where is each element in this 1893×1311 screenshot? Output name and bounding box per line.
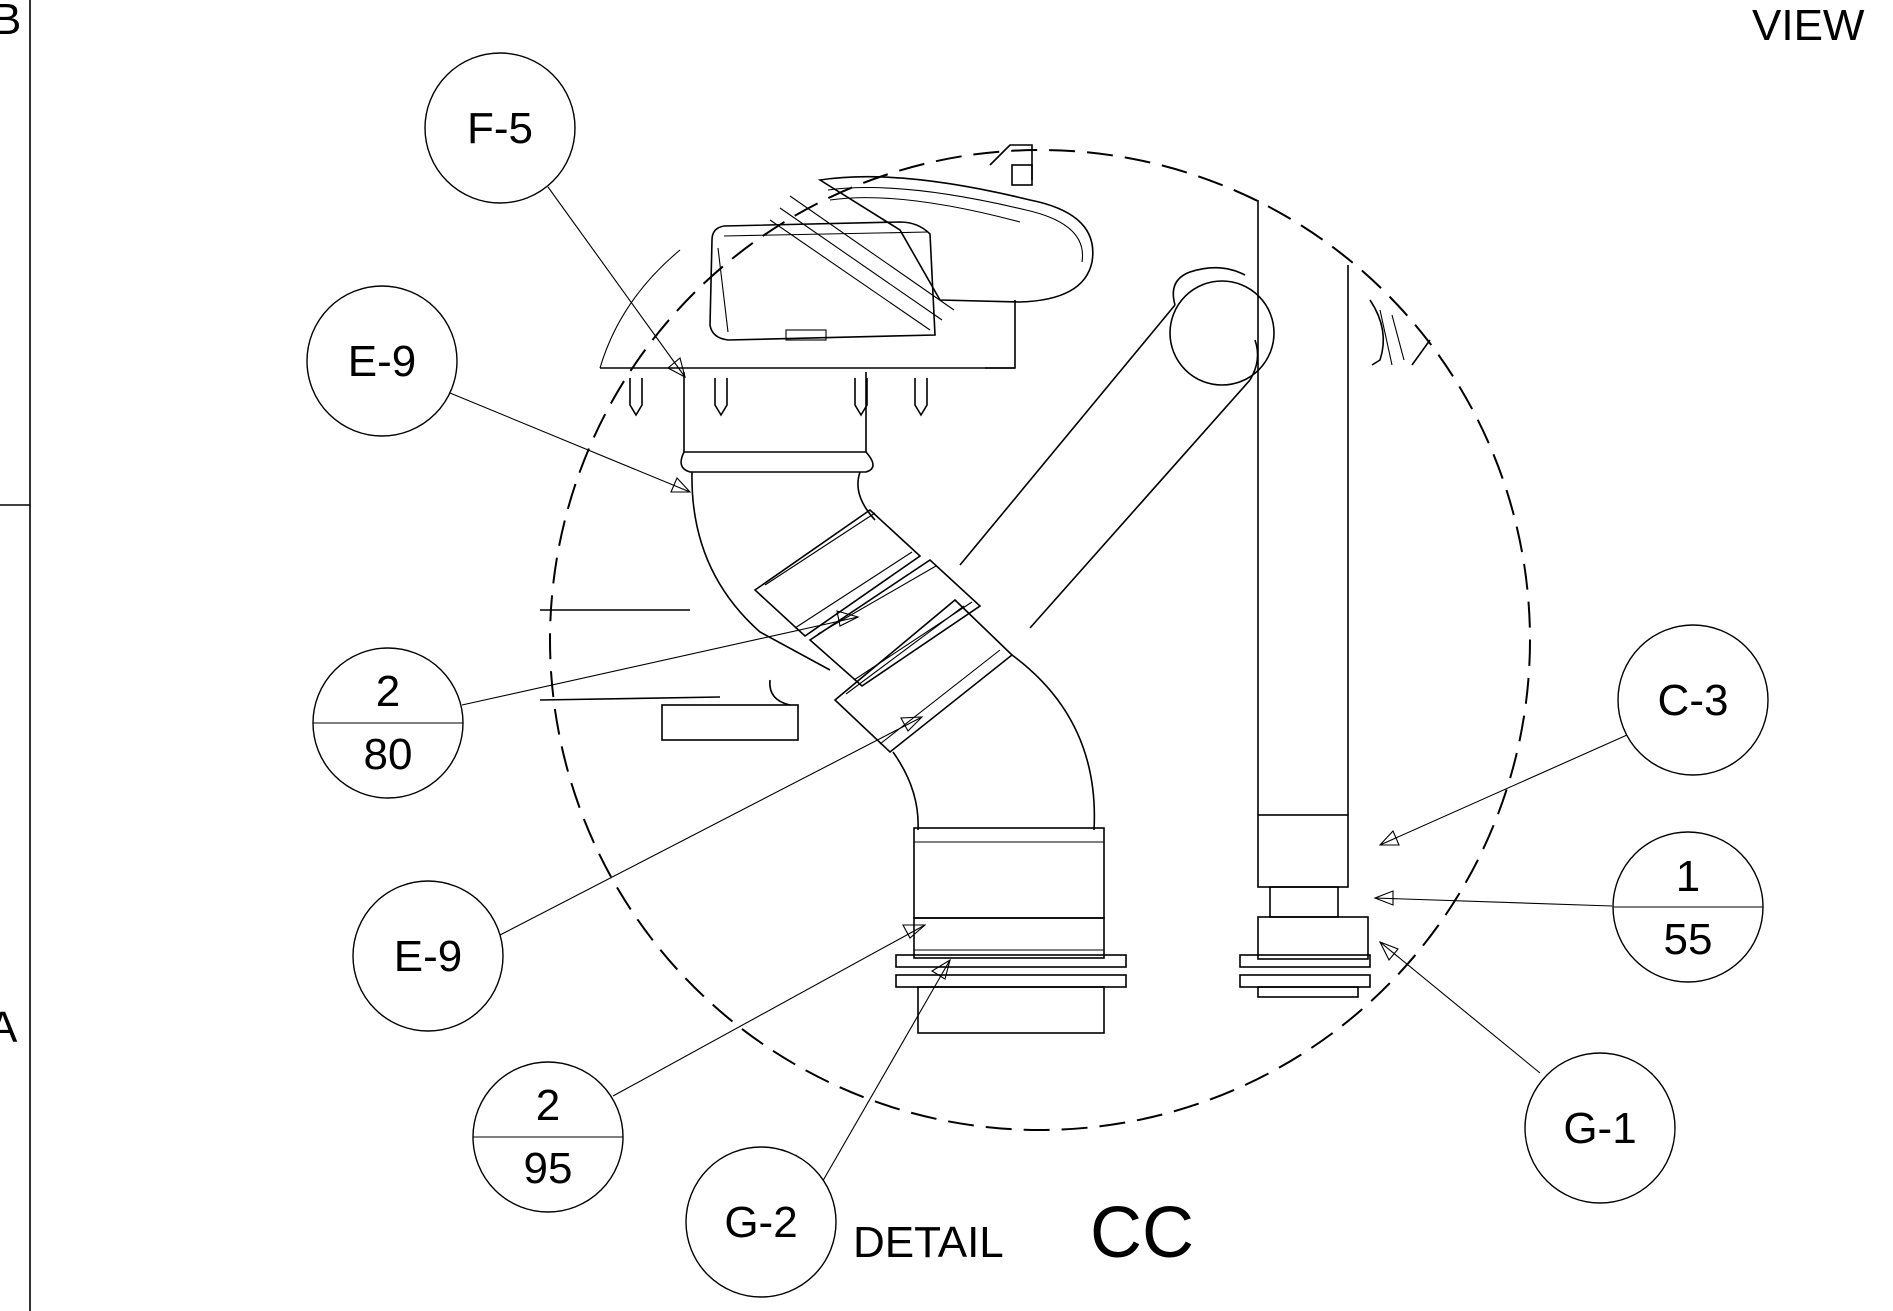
view-label: VIEW — [1752, 1, 1865, 50]
balloon-g2: G-2 — [685, 1146, 837, 1298]
detail-title-prefix: DETAIL — [853, 1218, 1004, 1267]
detail-boundary — [549, 149, 1531, 1131]
mounting-pins — [629, 378, 928, 417]
balloon-g1: G-1 — [1524, 1052, 1676, 1204]
balloon-top-label: 2 — [536, 1081, 560, 1130]
balloon-label: F-5 — [467, 104, 533, 153]
balloon-label: G-1 — [1563, 1104, 1636, 1153]
balloon-top-label: 1 — [1676, 852, 1700, 901]
balloon-f5: F-5 — [424, 52, 576, 204]
balloon-label: G-2 — [724, 1198, 797, 1247]
detail-title-id: CC — [1090, 1193, 1194, 1273]
balloon-2-80: 2 80 — [312, 647, 464, 799]
leader-lines — [449, 186, 1646, 1199]
zone-label-bottom: A — [0, 1003, 18, 1052]
balloon-label: E-9 — [348, 337, 416, 386]
zone-label-top: B — [0, 0, 21, 44]
balloon-bottom-label: 80 — [364, 730, 413, 779]
balloon-1-55: 1 55 — [1612, 831, 1764, 983]
balloon-e9-upper: E-9 — [306, 285, 458, 437]
balloon-bottom-label: 55 — [1664, 915, 1713, 964]
detail-title: DETAIL CC — [853, 1193, 1194, 1273]
balloon-label: E-9 — [394, 932, 462, 981]
balloon-e9-lower: E-9 — [352, 880, 504, 1032]
balloon-top-label: 2 — [376, 667, 400, 716]
assembly-geometry — [539, 144, 1431, 1034]
coupling-rings — [753, 508, 1014, 754]
balloon-c3: C-3 — [1617, 624, 1769, 776]
balloon-bottom-label: 95 — [524, 1144, 573, 1193]
balloon-2-95: 2 95 — [472, 1061, 624, 1213]
balloon-label: C-3 — [1658, 676, 1729, 725]
